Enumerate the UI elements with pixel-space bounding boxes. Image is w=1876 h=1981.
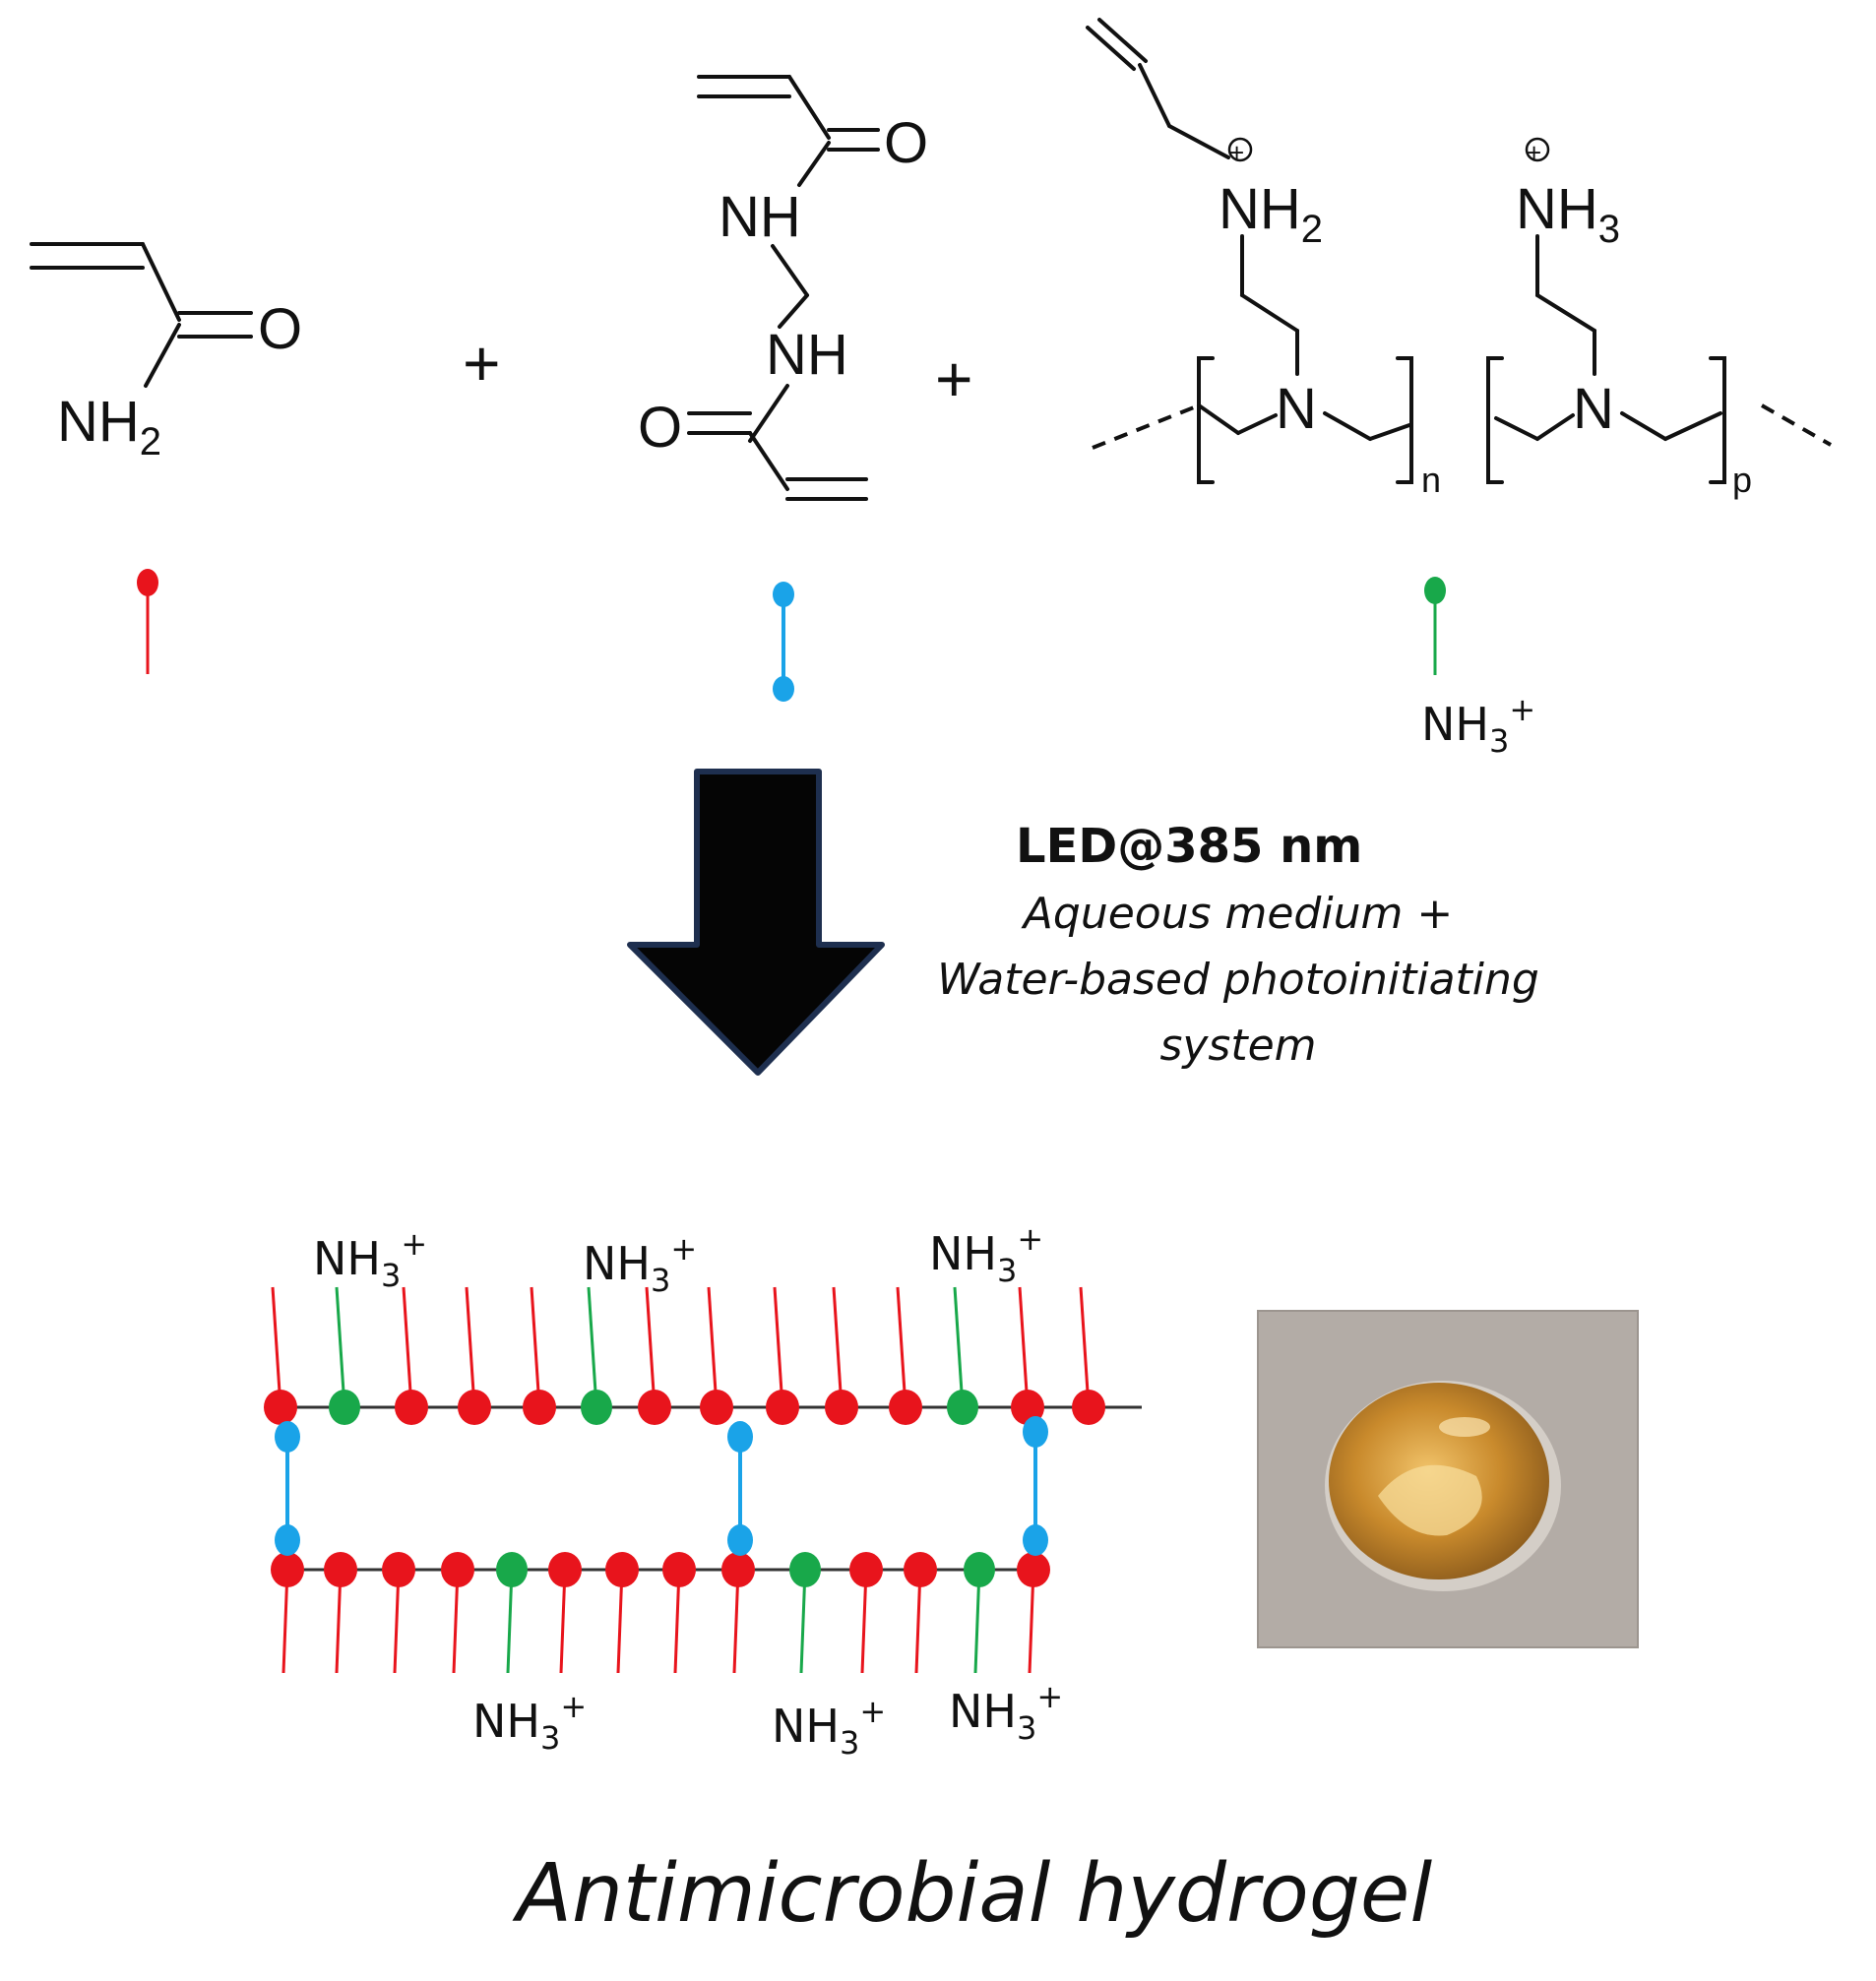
acrylamide-oxygen: O [258,297,302,361]
network-top-unit-13 [1011,1286,1044,1425]
network-bottom-unit-3 [382,1552,415,1674]
charge-plus-2: + [1527,138,1541,167]
legend-ammonium-label: NH3+ [1421,691,1535,760]
network-ammonium-label-3: NH3+ [929,1220,1043,1289]
network-crosslink-2 [727,1421,753,1556]
condition-light-source: LED@385 nm [1016,819,1362,874]
network-bottom-unit-8 [662,1552,696,1674]
polymer-structure: NH2 + N NH3 + N n p [1086,18,1832,500]
plus-sign-2: + [935,342,973,415]
network-ammonium-label-6: NH3+ [949,1678,1063,1747]
mba-nh-bottom: NH [766,323,848,387]
network-top-unit-9 [766,1286,799,1425]
network-bottom-unit-11 [849,1552,883,1674]
network-bottom-unit-5 [496,1552,528,1674]
network-bottom-unit-7 [605,1552,639,1674]
repeat-subscript-p: p [1732,460,1752,500]
network-bottom-unit-14 [1017,1552,1050,1674]
acrylamide-amine: NH2 [57,390,161,464]
network-top-unit-7 [638,1286,671,1425]
polymer-nh3-group: NH3 [1516,177,1620,251]
network-top-unit-3 [395,1286,428,1425]
condition-line-1: Aqueous medium + [1021,889,1453,939]
figure-caption: Antimicrobial hydrogel [512,1847,1432,1941]
reaction-arrow-icon [627,769,885,1076]
network-top-unit-4 [458,1286,491,1425]
charge-plus-1: + [1229,138,1244,167]
polymer-n-atom-1: N [1276,377,1317,441]
network-ammonium-label-5: NH3+ [772,1693,886,1762]
network-top-unit-1 [264,1286,297,1425]
network-bottom-unit-9 [721,1552,755,1674]
hydrogel-network-diagram [264,1286,1142,1674]
network-bottom-unit-12 [904,1552,937,1674]
polymer-n-atom-2: N [1573,377,1614,441]
bisacrylamide-structure: O NH NH O [638,75,928,501]
network-bottom-unit-1 [271,1552,304,1674]
plus-sign-1: + [463,327,501,400]
network-top-unit-14 [1072,1286,1105,1425]
legend-acrylamide-symbol [137,569,158,674]
condition-line-3: system [1159,1021,1316,1071]
network-bottom-unit-13 [964,1552,995,1674]
network-top-unit-8 [700,1286,733,1425]
network-bottom-unit-2 [324,1552,357,1674]
network-top-unit-2 [329,1286,360,1425]
network-ammonium-label-1: NH3+ [313,1225,427,1294]
network-bottom-unit-4 [441,1552,474,1674]
mba-oxygen-top: O [884,111,928,175]
network-crosslink-1 [275,1421,300,1556]
network-top-unit-12 [947,1286,978,1425]
polymer-nh2-group: NH2 [1219,177,1323,251]
mba-nh-top: NH [719,185,801,249]
network-top-unit-6 [581,1286,612,1425]
network-top-unit-10 [825,1286,858,1425]
network-bottom-unit-10 [789,1552,821,1674]
acrylamide-structure: O NH2 [30,242,302,464]
condition-line-2: Water-based photoinitiating [937,955,1539,1005]
network-ammonium-label-4: NH3+ [472,1688,587,1757]
legend-pei-symbol [1424,577,1446,675]
legend-crosslinker-symbol [773,582,794,702]
repeat-subscript-n: n [1421,460,1441,500]
network-crosslink-3 [1023,1416,1048,1556]
network-ammonium-label-2: NH3+ [583,1230,697,1299]
hydrogel-photo [1257,1310,1639,1648]
network-bottom-unit-6 [548,1552,582,1674]
network-top-unit-5 [523,1286,556,1425]
network-top-unit-11 [889,1286,922,1425]
mba-oxygen-bottom: O [638,396,682,460]
